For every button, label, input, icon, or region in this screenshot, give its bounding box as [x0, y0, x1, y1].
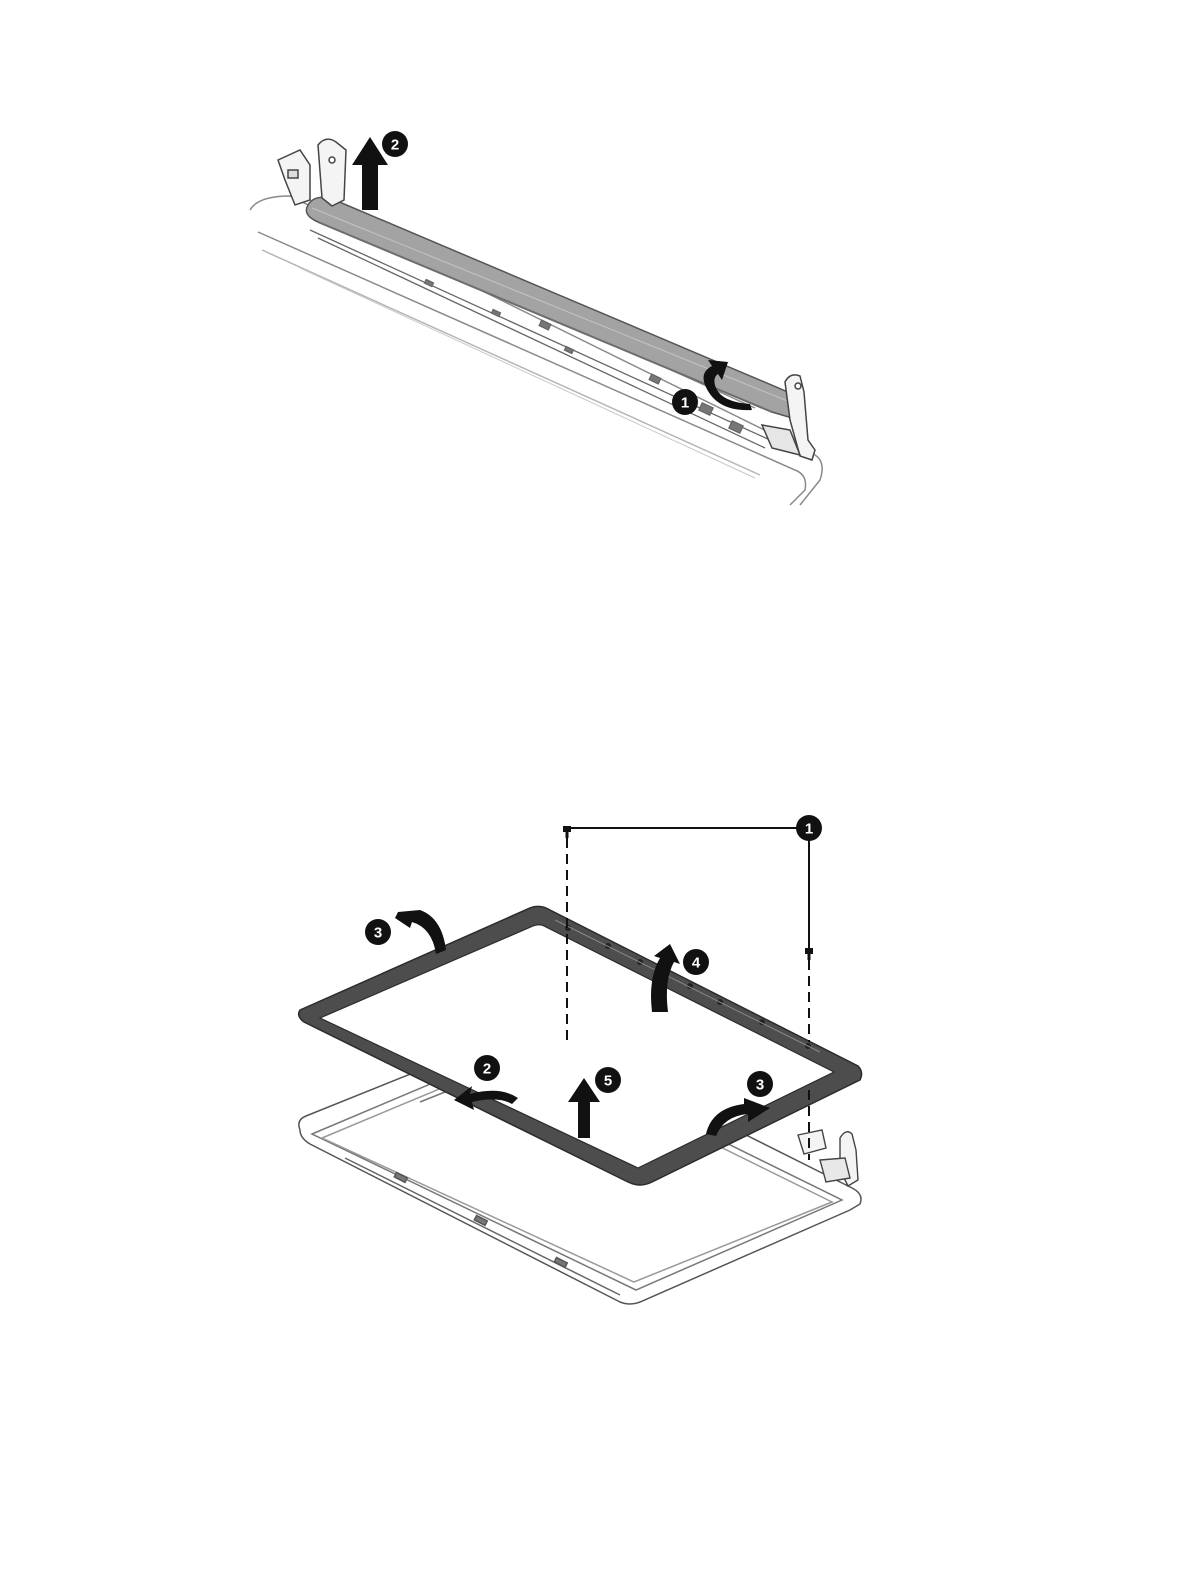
callout-5: 5 — [595, 1067, 621, 1093]
callout-3-label: 3 — [374, 925, 382, 942]
hinge-cover-removal-illustration: 2 1 — [0, 0, 1189, 560]
callout-3-label: 3 — [756, 1077, 764, 1094]
callout-2: 2 — [382, 131, 408, 157]
hinge-icon — [798, 1130, 858, 1186]
callout-2: 2 — [474, 1055, 500, 1081]
display-bezel-diagram: 1 3 4 2 5 — [0, 790, 1189, 1350]
callout-1: 1 — [796, 815, 822, 841]
display-bezel — [299, 906, 862, 1185]
callout-1-label: 1 — [805, 821, 813, 838]
callout-5-label: 5 — [604, 1073, 612, 1090]
display-bezel-removal-illustration: 1 3 4 2 5 — [0, 790, 1189, 1350]
callout-4-label: 4 — [692, 955, 701, 972]
callout-4: 4 — [683, 949, 709, 975]
callout-3-right: 3 — [747, 1071, 773, 1097]
callout-3-top: 3 — [365, 919, 391, 945]
hinge-cover-diagram: 2 1 — [0, 0, 1189, 560]
callout-2-label: 2 — [391, 137, 399, 154]
hinge-rail — [310, 230, 770, 448]
curved-arrow-icon — [395, 910, 446, 954]
callout-1: 1 — [672, 389, 698, 415]
callout-2-label: 2 — [483, 1061, 491, 1078]
arrow-up-icon — [352, 137, 388, 210]
screw-icon — [563, 826, 571, 838]
screw-icon — [805, 948, 813, 960]
hinge-cover — [306, 197, 795, 418]
callout-1-label: 1 — [681, 395, 689, 412]
